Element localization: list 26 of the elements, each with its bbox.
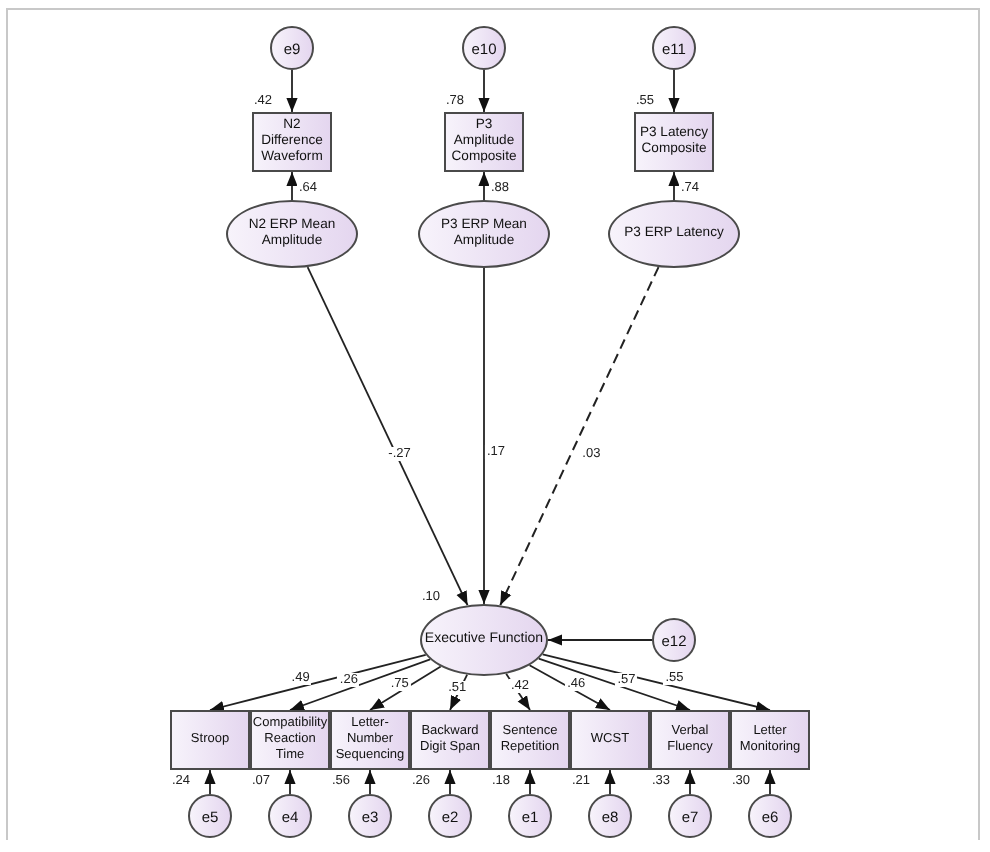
path-arrow	[364, 769, 376, 795]
path-arrow	[306, 266, 469, 607]
path-arrow	[286, 171, 298, 201]
path-arrow	[449, 673, 469, 711]
path-arrow	[369, 665, 442, 711]
path-arrow	[478, 267, 490, 605]
path-arrow	[286, 69, 298, 113]
path-arrow	[444, 769, 456, 795]
path-arrow	[528, 664, 611, 711]
path-arrow	[524, 769, 536, 795]
path-arrow	[505, 672, 531, 711]
path-arrow	[684, 769, 696, 795]
path-arrow	[541, 653, 771, 713]
path-arrow	[499, 266, 660, 607]
path-arrow	[604, 769, 616, 795]
path-arrow	[289, 658, 432, 711]
path-arrow	[668, 171, 680, 201]
path-arrow	[537, 657, 691, 711]
path-arrow	[547, 634, 653, 646]
path-arrow	[209, 654, 427, 712]
path-arrow	[204, 769, 216, 795]
path-arrow	[478, 69, 490, 113]
path-arrow	[478, 171, 490, 201]
path-arrow	[668, 69, 680, 113]
path-arrow	[764, 769, 776, 795]
path-arrow	[284, 769, 296, 795]
